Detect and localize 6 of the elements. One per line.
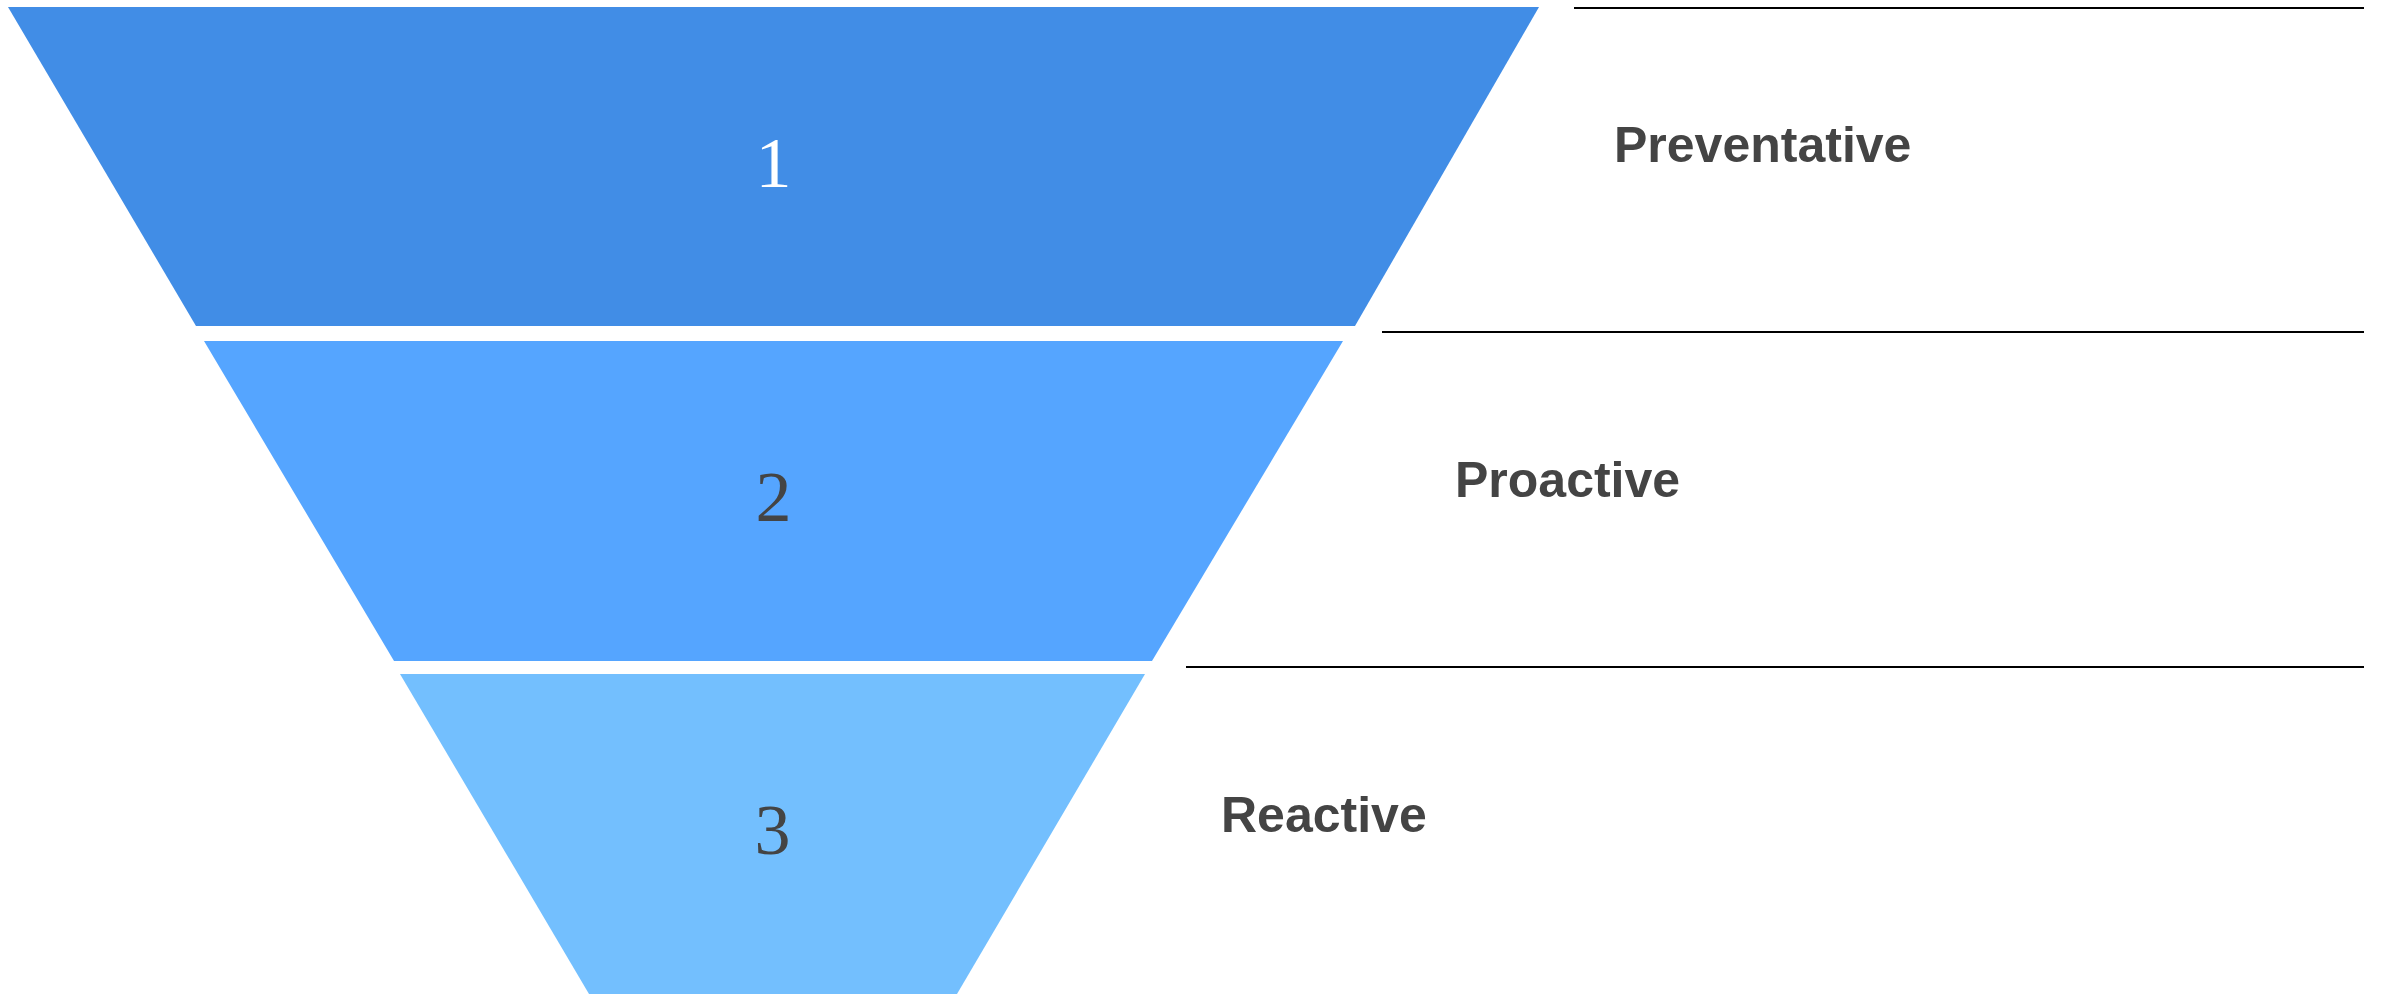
band-number: 1 [755,122,792,203]
band-number: 3 [754,790,791,870]
level-label: Proactive [1455,455,1681,505]
level-label: Reactive [1221,790,1427,840]
band-number: 2 [755,457,792,537]
level-label: Preventative [1614,120,1912,170]
